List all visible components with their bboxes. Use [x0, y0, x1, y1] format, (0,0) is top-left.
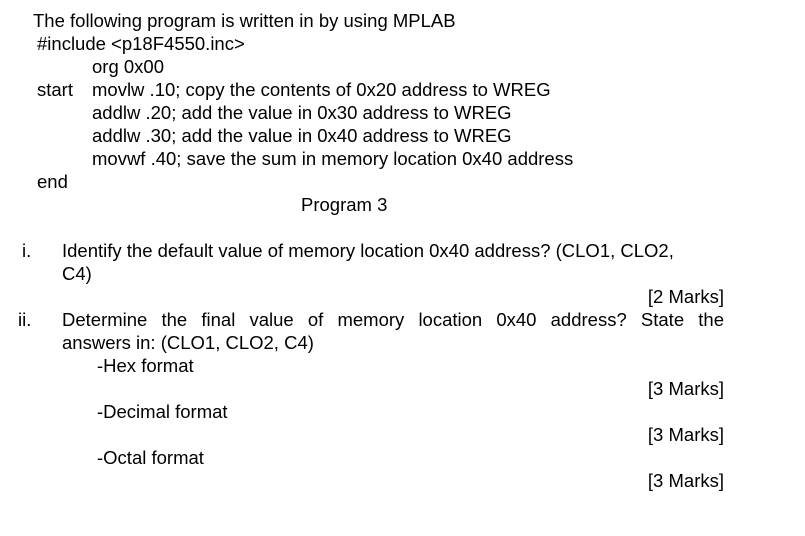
part-hex-marks: [3 Marks] [647, 378, 724, 399]
code-line-addlw-20: addlw .20; add the value in 0x30 address… [92, 102, 512, 123]
include-line: #include <p18F4550.inc> [37, 33, 245, 54]
word: of [307, 309, 324, 330]
question-1-text-line1: Identify the default value of memory loc… [62, 240, 674, 261]
word: the [698, 309, 724, 330]
question-1-marks: [2 Marks] [647, 286, 724, 307]
word: Determine [62, 309, 148, 330]
part-octal-label: -Octal format [97, 447, 204, 468]
word: the [161, 309, 188, 330]
code-line-org: org 0x00 [92, 56, 164, 77]
code-line-movlw: movlw .10; copy the contents of 0x20 add… [92, 79, 551, 100]
part-octal-marks: [3 Marks] [647, 470, 724, 491]
program-caption: Program 3 [301, 194, 388, 215]
word: final [201, 309, 236, 330]
question-1-numeral: i. [22, 240, 32, 261]
intro-text: The following program is written in by u… [33, 10, 456, 31]
code-label-start: start [37, 79, 73, 100]
word: address? [550, 309, 627, 330]
word: memory [337, 309, 405, 330]
code-line-movwf: movwf .40; save the sum in memory locati… [92, 148, 574, 169]
question-1-text-line2: C4) [62, 263, 92, 284]
word: 0x40 [496, 309, 537, 330]
question-2-numeral: ii. [18, 309, 32, 330]
word: State [640, 309, 685, 330]
code-line-end: end [37, 171, 68, 192]
question-2-text-line1: Determine the final value of memory loca… [62, 308, 724, 331]
part-decimal-label: -Decimal format [97, 401, 228, 422]
word: value [249, 309, 294, 330]
part-decimal-marks: [3 Marks] [647, 424, 724, 445]
part-hex-label: -Hex format [97, 355, 194, 376]
word: location [418, 309, 483, 330]
code-line-addlw-30: addlw .30; add the value in 0x40 address… [92, 125, 512, 146]
question-2-text-line2: answers in: (CLO1, CLO2, C4) [62, 332, 314, 353]
